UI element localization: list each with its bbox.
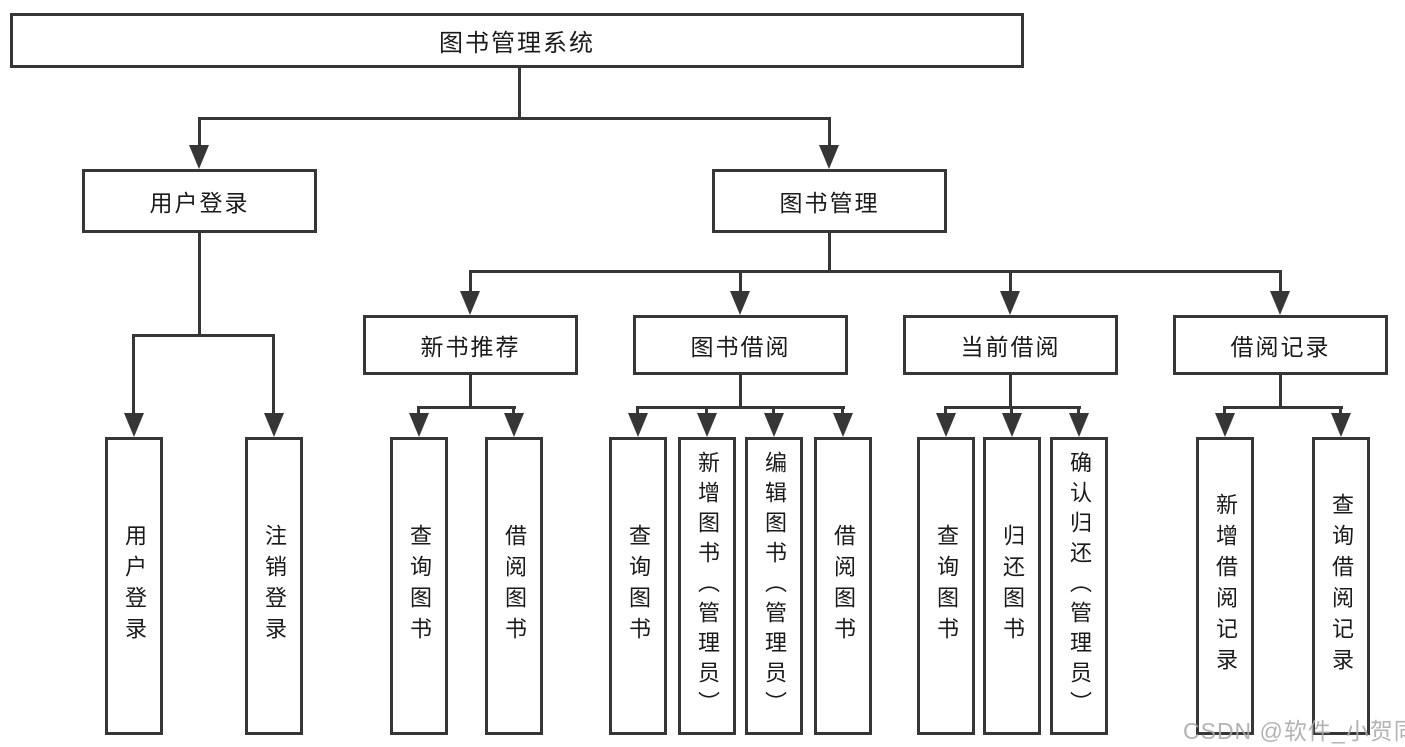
node-query-books-borrow: 查询图书 bbox=[609, 437, 667, 735]
connector-line bbox=[841, 406, 844, 416]
node-add-borrow-record: 新增借阅记录 bbox=[1196, 437, 1254, 735]
connector-line bbox=[272, 334, 275, 416]
connector-line bbox=[636, 406, 845, 409]
node-book-borrow: 图书借阅 bbox=[633, 315, 848, 375]
connector-line bbox=[944, 406, 947, 416]
node-edit-book-admin: 编辑图书（管理员） bbox=[745, 437, 803, 735]
arrow-down-icon bbox=[1215, 413, 1235, 437]
connector-line bbox=[198, 117, 201, 151]
node-label: 查询图书 bbox=[626, 524, 651, 648]
node-logout: 注销登录 bbox=[245, 437, 303, 735]
connector-line bbox=[417, 406, 420, 416]
arrow-down-icon bbox=[628, 413, 648, 437]
watermark: CSDN @软件_小贺同学 bbox=[1183, 718, 1405, 744]
connector-line bbox=[1077, 406, 1080, 416]
arrow-down-icon bbox=[1069, 413, 1089, 437]
node-borrow-records: 借阅记录 bbox=[1173, 315, 1388, 375]
arrow-down-icon bbox=[264, 413, 284, 437]
arrow-down-icon bbox=[833, 413, 853, 437]
node-root: 图书管理系统 bbox=[10, 13, 1024, 68]
connector-line bbox=[772, 406, 775, 416]
connector-line bbox=[705, 406, 708, 416]
node-confirm-return-admin: 确认归还（管理员） bbox=[1050, 437, 1108, 735]
node-label: 图书管理 bbox=[779, 190, 880, 216]
node-current-borrow: 当前借阅 bbox=[903, 315, 1118, 375]
node-query-books-current: 查询图书 bbox=[917, 437, 975, 735]
connector-line bbox=[828, 117, 831, 151]
connector-line bbox=[828, 233, 831, 273]
arrow-down-icon bbox=[819, 145, 839, 169]
node-label: 查询图书 bbox=[934, 524, 959, 648]
node-label: 查询借阅记录 bbox=[1329, 493, 1354, 679]
connector-line bbox=[469, 270, 472, 295]
connector-line bbox=[1279, 270, 1282, 295]
arrow-down-icon bbox=[124, 413, 144, 437]
node-new-book-recommend: 新书推荐 bbox=[363, 315, 578, 375]
node-label: 用户登录 bbox=[149, 190, 250, 216]
node-label: 归还图书 bbox=[1000, 524, 1025, 648]
connector-line bbox=[1279, 375, 1282, 408]
node-label: 确认归还（管理员） bbox=[1067, 451, 1092, 721]
arrow-down-icon bbox=[409, 413, 429, 437]
connector-line bbox=[198, 117, 831, 120]
node-label: 图书管理系统 bbox=[439, 30, 595, 57]
connector-line bbox=[636, 406, 639, 416]
arrow-down-icon bbox=[697, 413, 717, 437]
node-add-book-admin: 新增图书（管理员） bbox=[678, 437, 736, 735]
connector-line bbox=[417, 406, 516, 409]
node-label: 借阅记录 bbox=[1230, 334, 1331, 360]
node-label: 当前借阅 bbox=[960, 334, 1061, 360]
node-label: 用户登录 bbox=[122, 524, 147, 648]
connector-line bbox=[469, 270, 1282, 273]
node-login: 用户登录 bbox=[105, 437, 163, 735]
connector-line bbox=[739, 270, 742, 295]
node-label: 图书借阅 bbox=[690, 334, 791, 360]
arrow-down-icon bbox=[1000, 291, 1020, 315]
node-label: 借阅图书 bbox=[831, 524, 856, 648]
node-label: 注销登录 bbox=[262, 524, 287, 648]
node-label: 借阅图书 bbox=[502, 524, 527, 648]
connector-line bbox=[1009, 375, 1012, 408]
node-label: 新增借阅记录 bbox=[1213, 493, 1238, 679]
arrow-down-icon bbox=[460, 291, 480, 315]
node-borrow-books-recommend: 借阅图书 bbox=[485, 437, 543, 735]
arrow-down-icon bbox=[189, 145, 209, 169]
arrow-down-icon bbox=[730, 291, 750, 315]
connector-line bbox=[198, 233, 201, 334]
arrow-down-icon bbox=[764, 413, 784, 437]
node-borrow-books: 借阅图书 bbox=[814, 437, 872, 735]
connector-line bbox=[1223, 406, 1226, 416]
node-query-borrow-record: 查询借阅记录 bbox=[1312, 437, 1370, 735]
arrow-down-icon bbox=[936, 413, 956, 437]
connector-line bbox=[1223, 406, 1343, 409]
node-user-login: 用户登录 bbox=[82, 169, 317, 233]
connector-line bbox=[469, 375, 472, 408]
arrow-down-icon bbox=[504, 413, 524, 437]
node-label: 编辑图书（管理员） bbox=[762, 451, 787, 721]
connector-line bbox=[1339, 406, 1342, 416]
arrow-down-icon bbox=[1002, 413, 1022, 437]
node-book-management: 图书管理 bbox=[712, 169, 947, 233]
connector-line bbox=[1009, 270, 1012, 295]
connector-line bbox=[132, 334, 275, 337]
arrow-down-icon bbox=[1270, 291, 1290, 315]
node-label: 新书推荐 bbox=[420, 334, 521, 360]
arrow-down-icon bbox=[1331, 413, 1351, 437]
connector-line bbox=[512, 406, 515, 416]
connector-line bbox=[739, 375, 742, 408]
connector-line bbox=[1010, 406, 1013, 416]
node-label: 新增图书（管理员） bbox=[695, 451, 720, 721]
connector-line bbox=[518, 68, 521, 120]
node-query-books-recommend: 查询图书 bbox=[390, 437, 448, 735]
node-return-book: 归还图书 bbox=[983, 437, 1041, 735]
connector-line bbox=[132, 334, 135, 416]
node-label: 查询图书 bbox=[407, 524, 432, 648]
